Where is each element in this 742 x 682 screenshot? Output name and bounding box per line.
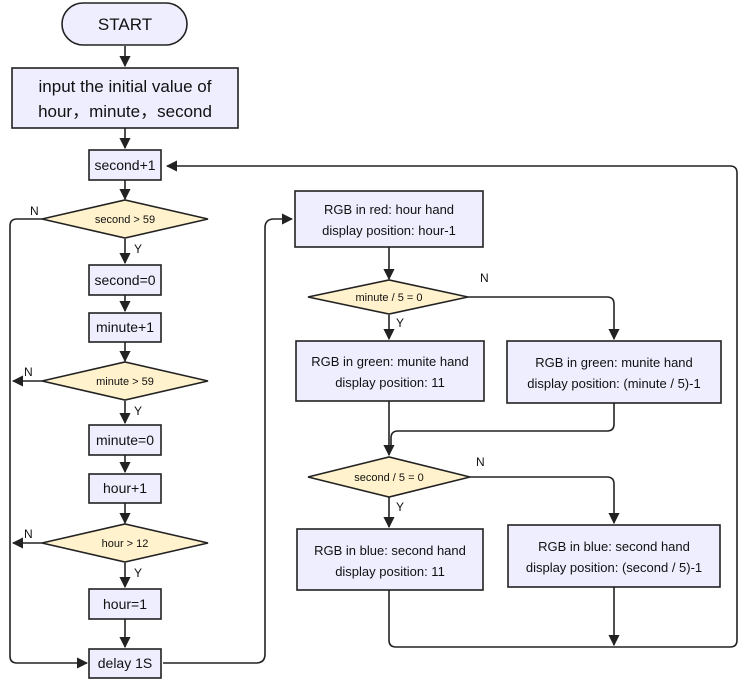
hour-check-diamond: hour > 12 <box>41 523 209 563</box>
blue-no-label-line1: RGB in blue: second hand <box>538 539 690 554</box>
delay-label: delay 1S <box>98 655 152 671</box>
second-div-diamond: second / 5 = 0 <box>307 456 471 498</box>
red-hour-shape <box>294 190 484 248</box>
right-column-connectors <box>165 160 738 648</box>
blue-yes-label-line1: RGB in blue: second hand <box>314 543 466 558</box>
blue-yes-label-line2: display position: 11 <box>335 564 445 579</box>
hour-inc-shape <box>88 473 162 504</box>
delay-shape <box>88 648 162 679</box>
arrow-second-check-no <box>9 218 89 669</box>
second-check-label: second > 59 <box>95 214 155 226</box>
hour-reset-box: hour=1 <box>88 588 162 620</box>
second-div-label: second / 5 = 0 <box>354 472 423 484</box>
minute-inc-shape <box>88 312 162 343</box>
input-label-line2: hour，minute，second <box>38 102 212 121</box>
hour-check-no-label: N <box>24 527 33 541</box>
second-div-shape <box>307 456 471 498</box>
minute-inc-label: minute+1 <box>96 319 154 335</box>
green-yes-label-line2: display position: 11 <box>335 375 445 390</box>
red-hour-label-line1: RGB in red: hour hand <box>324 202 454 217</box>
hour-check-yes-label: Y <box>134 566 142 580</box>
start-label: START <box>98 15 152 34</box>
red-hour-box: RGB in red: hour hand display position: … <box>294 190 484 248</box>
green-yes-box: RGB in green: munite hand display positi… <box>295 340 485 402</box>
arrow-loop-back-to-second-inc <box>165 160 738 648</box>
minute-div-no-label: N <box>480 271 489 285</box>
hour-reset-label: hour=1 <box>103 596 147 612</box>
arrow-second-div-no <box>470 476 620 525</box>
input-box: input the initial value of hour，minute，s… <box>11 67 239 129</box>
blue-yes-shape <box>296 528 484 591</box>
delay-box: delay 1S <box>88 648 162 679</box>
arrow-delay-to-red <box>163 213 294 664</box>
second-check-diamond: second > 59 <box>41 199 209 239</box>
second-reset-box: second=0 <box>88 264 162 296</box>
blue-no-box: RGB in blue: second hand display positio… <box>507 524 721 588</box>
second-div-no-label: N <box>476 455 485 469</box>
minute-inc-box: minute+1 <box>88 312 162 343</box>
input-shape <box>11 67 239 129</box>
blue-no-shape <box>507 524 721 588</box>
minute-check-shape <box>41 361 209 401</box>
arrow-green-no-merge <box>390 403 615 447</box>
hour-inc-box: hour+1 <box>88 473 162 504</box>
minute-div-label: minute / 5 = 0 <box>356 292 423 304</box>
green-no-box: RGB in green: munite hand display positi… <box>506 340 722 404</box>
second-check-yes-label: Y <box>134 242 142 256</box>
second-reset-label: second=0 <box>94 272 155 288</box>
start-terminal: START <box>61 2 188 46</box>
second-inc-label: second+1 <box>94 157 155 173</box>
green-no-label-line2: display position: (minute / 5)-1 <box>527 376 700 391</box>
left-column-connectors <box>9 46 294 669</box>
second-inc-box: second+1 <box>88 149 162 181</box>
hour-reset-shape <box>88 588 162 620</box>
red-hour-label-line2: display position: hour-1 <box>322 223 456 238</box>
minute-reset-shape <box>88 424 162 456</box>
second-check-shape <box>41 199 209 239</box>
second-reset-shape <box>88 264 162 296</box>
minute-div-yes-label: Y <box>396 316 404 330</box>
minute-div-shape <box>307 279 469 315</box>
minute-reset-box: minute=0 <box>88 424 162 456</box>
minute-check-diamond: minute > 59 <box>41 361 209 401</box>
blue-no-label-line2: display position: (second / 5)-1 <box>526 560 702 575</box>
hour-check-label: hour > 12 <box>102 538 149 550</box>
hour-check-shape <box>41 523 209 563</box>
minute-check-no-label: N <box>24 365 33 379</box>
second-inc-shape <box>88 149 162 181</box>
input-label-line1: input the initial value of <box>39 77 212 96</box>
green-yes-label-line1: RGB in green: munite hand <box>311 354 469 369</box>
arrow-minute-div-no <box>468 296 620 341</box>
minute-check-label: minute > 59 <box>96 376 154 388</box>
second-div-yes-label: Y <box>396 500 404 514</box>
minute-div-diamond: minute / 5 = 0 <box>307 279 469 315</box>
second-check-no-label: N <box>30 204 39 218</box>
green-yes-shape <box>295 340 485 402</box>
green-no-label-line1: RGB in green: munite hand <box>535 355 693 370</box>
start-shape <box>61 2 188 46</box>
hour-inc-label: hour+1 <box>103 480 147 496</box>
green-no-shape <box>506 340 722 404</box>
minute-check-yes-label: Y <box>134 404 142 418</box>
blue-yes-box: RGB in blue: second hand display positio… <box>296 528 484 591</box>
minute-reset-label: minute=0 <box>96 432 154 448</box>
